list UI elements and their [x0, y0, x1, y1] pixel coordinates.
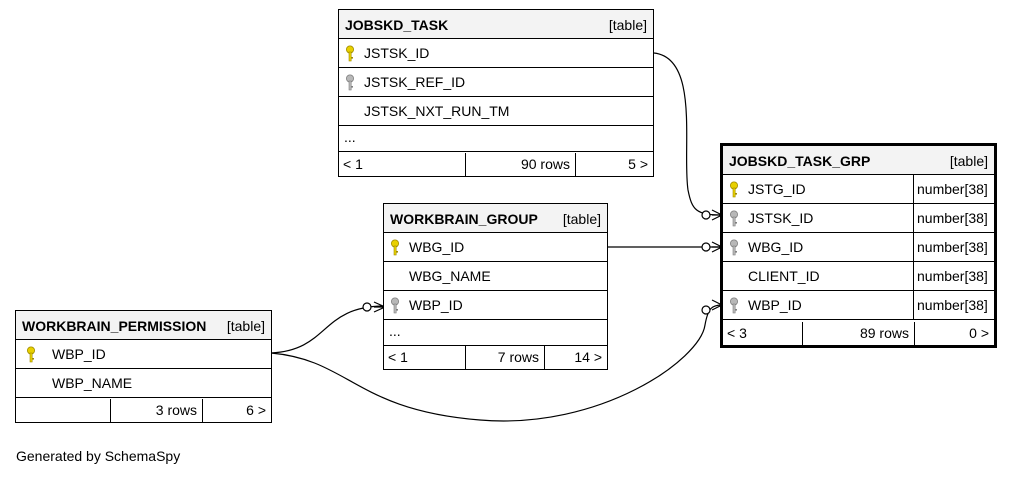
table-footer: < 3 89 rows 0 >: [723, 322, 994, 345]
column-name: WBP_NAME: [52, 375, 133, 391]
row-count: 89 rows: [803, 322, 915, 345]
table-kind: [table]: [608, 17, 647, 33]
row-count: 7 rows: [466, 346, 545, 369]
column-row[interactable]: WBP_ID: [384, 291, 607, 320]
column-row[interactable]: WBP_NAME: [16, 369, 271, 398]
column-name: JSTSK_NXT_RUN_TM: [364, 103, 510, 119]
table-kind: [table]: [949, 153, 988, 169]
table-name: JOBSKD_TASK: [345, 17, 449, 33]
column-name: JSTSK_ID: [364, 45, 430, 61]
column-row[interactable]: JSTG_ID number[38]: [723, 175, 994, 204]
row-count: 90 rows: [466, 153, 576, 176]
table-workbrain-permission[interactable]: WORKBRAIN_PERMISSION [table] WBP_ID WBP_…: [15, 310, 272, 423]
column-name: WBG_ID: [409, 239, 465, 255]
more-columns: ...: [344, 129, 356, 145]
column-row[interactable]: WBG_ID: [384, 233, 607, 262]
column-name: WBG_ID: [748, 239, 804, 255]
child-count[interactable]: 0 >: [969, 325, 989, 341]
column-row[interactable]: JSTSK_ID: [339, 39, 653, 68]
column-name: JSTSK_REF_ID: [364, 74, 466, 90]
table-jobskd-task[interactable]: JOBSKD_TASK [table] JSTSK_ID JSTSK_REF_I…: [338, 9, 654, 177]
primary-key-icon: [27, 346, 35, 363]
foreign-key-icon: [391, 297, 399, 314]
table-name: WORKBRAIN_PERMISSION: [22, 318, 207, 334]
column-type: number[38]: [913, 262, 994, 290]
table-header: JOBSKD_TASK [table]: [339, 10, 653, 39]
column-name: WBP_ID: [52, 346, 106, 362]
foreign-key-icon: [730, 239, 738, 256]
more-columns-row: ...: [339, 126, 653, 152]
child-count[interactable]: 6 >: [246, 402, 266, 418]
table-kind: [table]: [562, 211, 601, 227]
crowfoot-markers: [362, 210, 711, 315]
column-row[interactable]: WBP_ID: [16, 340, 271, 369]
more-columns-row: ...: [384, 320, 607, 346]
column-type: number[38]: [913, 291, 994, 319]
parent-count[interactable]: < 3: [723, 322, 803, 345]
primary-key-icon: [730, 181, 738, 198]
parent-count[interactable]: < 1: [339, 153, 466, 176]
foreign-key-icon: [730, 297, 738, 314]
column-name: CLIENT_ID: [748, 268, 820, 284]
table-footer: < 1 7 rows 14 >: [384, 346, 607, 369]
table-workbrain-group[interactable]: WORKBRAIN_GROUP [table] WBG_ID WBG_NAME …: [383, 203, 608, 370]
column-row[interactable]: WBG_ID number[38]: [723, 233, 994, 262]
column-name: JSTSK_ID: [748, 210, 814, 226]
generated-by-label: Generated by SchemaSpy: [16, 448, 181, 464]
column-name: WBP_ID: [409, 297, 463, 313]
column-row[interactable]: CLIENT_ID number[38]: [723, 262, 994, 291]
table-header: WORKBRAIN_GROUP [table]: [384, 204, 607, 233]
foreign-key-icon: [730, 210, 738, 227]
column-row[interactable]: WBP_ID number[38]: [723, 291, 994, 320]
foreign-key-icon: [346, 74, 354, 91]
rel-permission-to-grp: [270, 304, 723, 422]
column-name: JSTG_ID: [748, 181, 806, 197]
table-footer: < 1 90 rows 5 >: [339, 153, 653, 176]
rel-jobskd-task-to-grp: [653, 52, 723, 216]
table-footer: 3 rows 6 >: [16, 399, 271, 422]
table-name: WORKBRAIN_GROUP: [390, 211, 538, 227]
primary-key-icon: [391, 239, 399, 256]
child-count[interactable]: 14 >: [574, 349, 602, 365]
child-count[interactable]: 5 >: [628, 156, 648, 172]
column-name: WBG_NAME: [409, 268, 491, 284]
column-row[interactable]: JSTSK_REF_ID: [339, 68, 653, 97]
column-row[interactable]: WBG_NAME: [384, 262, 607, 291]
column-type: number[38]: [913, 204, 994, 232]
parent-count[interactable]: [16, 399, 111, 422]
row-count: 3 rows: [111, 399, 203, 422]
table-header: JOBSKD_TASK_GRP [table]: [723, 146, 994, 175]
primary-key-icon: [346, 45, 354, 62]
table-jobskd-task-grp[interactable]: JOBSKD_TASK_GRP [table] JSTG_ID number[3…: [720, 143, 997, 348]
table-header: WORKBRAIN_PERMISSION [table]: [16, 311, 271, 340]
column-row[interactable]: JSTSK_NXT_RUN_TM: [339, 97, 653, 126]
column-type: number[38]: [913, 175, 994, 203]
rel-permission-to-group: [270, 305, 386, 354]
column-row[interactable]: JSTSK_ID number[38]: [723, 204, 994, 233]
more-columns: ...: [389, 323, 401, 339]
column-name: WBP_ID: [748, 297, 802, 313]
column-type: number[38]: [913, 233, 994, 261]
table-kind: [table]: [226, 318, 265, 334]
parent-count[interactable]: < 1: [384, 346, 466, 369]
table-name: JOBSKD_TASK_GRP: [729, 153, 871, 169]
